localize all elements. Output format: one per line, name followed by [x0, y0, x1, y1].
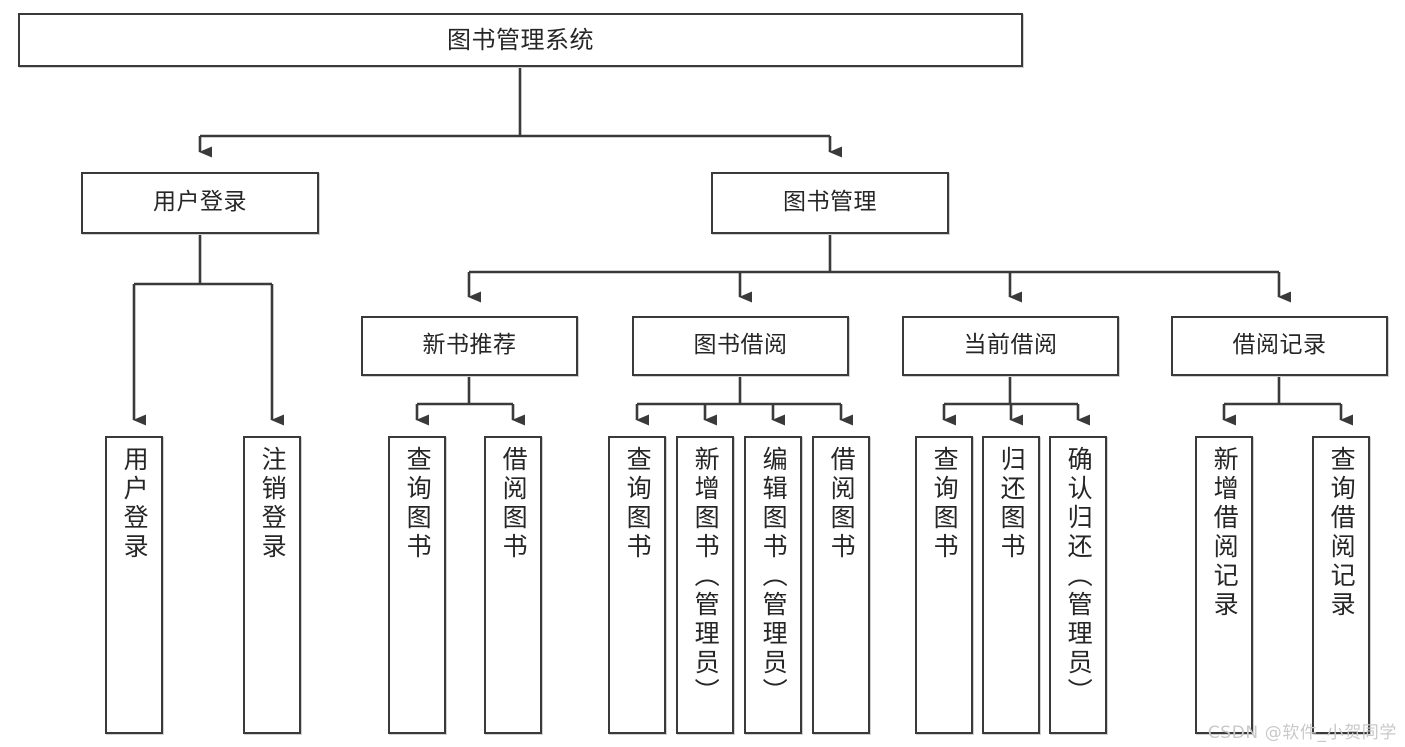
node-leaf-add-book[interactable]: 新增图书（管理员）	[676, 436, 734, 734]
node-leaf-borrow-book-1-label: 借阅图书	[499, 446, 529, 562]
node-leaf-borrow-book-2-label: 借阅图书	[827, 446, 857, 562]
node-book-manage-label: 图书管理	[783, 189, 877, 216]
node-leaf-add-record-label: 新增借阅记录	[1210, 446, 1240, 620]
node-leaf-user-logout-label: 注销登录	[258, 446, 288, 562]
node-borrow-record[interactable]: 借阅记录	[1171, 316, 1388, 376]
node-root-label: 图书管理系统	[447, 25, 594, 54]
node-user-login[interactable]: 用户登录	[81, 172, 319, 234]
node-leaf-return-book[interactable]: 归还图书	[982, 436, 1040, 734]
node-leaf-query-book-3[interactable]: 查询图书	[915, 436, 973, 734]
node-leaf-user-login-label: 用户登录	[120, 446, 150, 562]
node-leaf-query-book-2[interactable]: 查询图书	[608, 436, 666, 734]
node-leaf-query-record[interactable]: 查询借阅记录	[1312, 436, 1370, 734]
node-book-borrow-label: 图书借阅	[693, 332, 788, 359]
node-leaf-query-book-1-label: 查询图书	[403, 446, 433, 562]
node-leaf-borrow-book-2[interactable]: 借阅图书	[812, 436, 870, 734]
node-book-manage[interactable]: 图书管理	[711, 172, 949, 234]
node-root[interactable]: 图书管理系统	[18, 13, 1023, 67]
node-leaf-return-book-label: 归还图书	[997, 446, 1027, 562]
node-leaf-query-book-3-label: 查询图书	[930, 446, 960, 562]
node-leaf-user-logout[interactable]: 注销登录	[243, 436, 301, 734]
node-leaf-query-record-label: 查询借阅记录	[1327, 446, 1357, 620]
csdn-watermark: CSDN @软件_小贺同学	[1207, 723, 1397, 743]
node-leaf-query-book-1[interactable]: 查询图书	[388, 436, 446, 734]
node-borrow-record-label: 借阅记录	[1232, 332, 1327, 359]
node-new-book-rec[interactable]: 新书推荐	[361, 316, 578, 376]
node-leaf-add-book-label: 新增图书（管理员）	[691, 446, 721, 707]
node-leaf-confirm-return-label: 确认归还（管理员）	[1064, 446, 1094, 707]
node-book-borrow[interactable]: 图书借阅	[632, 316, 849, 376]
node-new-book-rec-label: 新书推荐	[422, 332, 517, 359]
node-leaf-add-record[interactable]: 新增借阅记录	[1195, 436, 1253, 734]
node-leaf-user-login[interactable]: 用户登录	[105, 436, 163, 734]
node-leaf-query-book-2-label: 查询图书	[623, 446, 653, 562]
node-leaf-confirm-return[interactable]: 确认归还（管理员）	[1049, 436, 1107, 734]
node-user-login-label: 用户登录	[153, 189, 247, 216]
node-leaf-edit-book[interactable]: 编辑图书（管理员）	[744, 436, 802, 734]
node-current-borrow[interactable]: 当前借阅	[902, 316, 1119, 376]
node-current-borrow-label: 当前借阅	[963, 332, 1058, 359]
node-leaf-borrow-book-1[interactable]: 借阅图书	[484, 436, 542, 734]
node-leaf-edit-book-label: 编辑图书（管理员）	[759, 446, 789, 707]
